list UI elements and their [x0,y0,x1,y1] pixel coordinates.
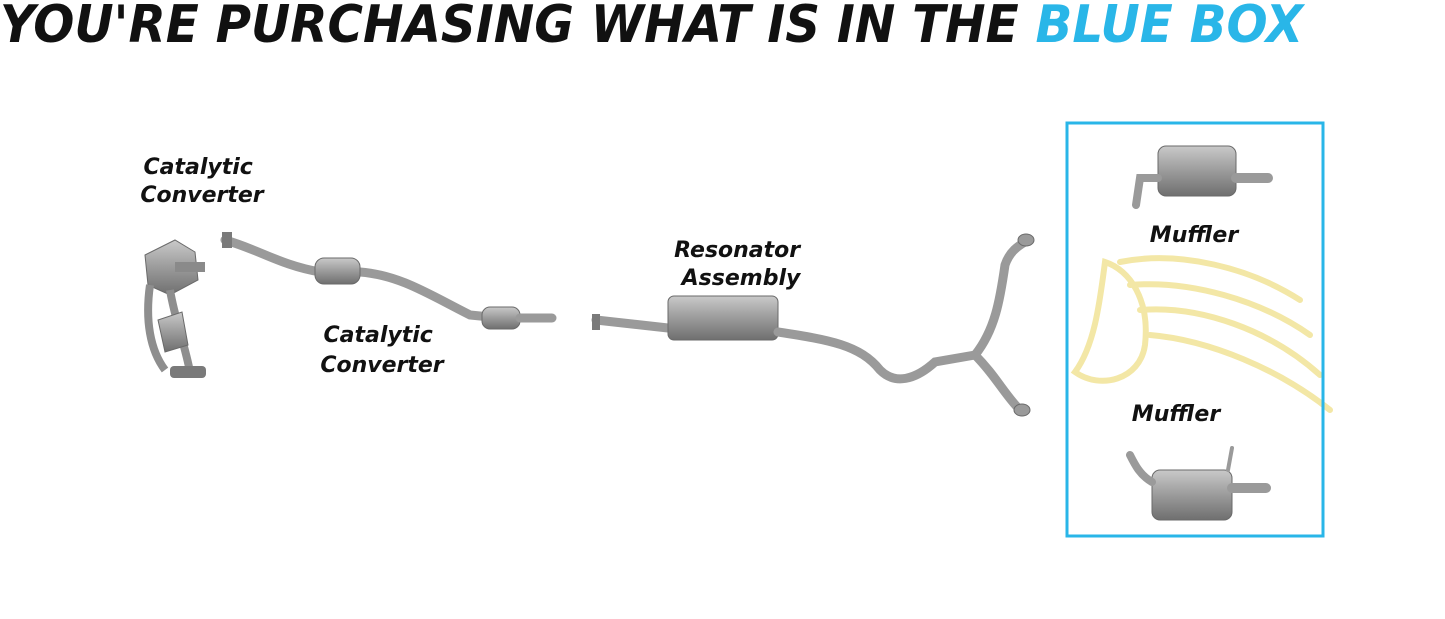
label-catalytic-converter-1-line-1: Catalytic [143,155,252,180]
blue-box [1065,121,1325,538]
headline: YOU'RE PURCHASING WHAT IS IN THE BLUE BO… [0,0,1344,56]
label-catalytic-converter-2-line-1: Catalytic [323,323,432,348]
label-catalytic-converter-1: Catalytic Converter [140,155,264,208]
label-resonator-assembly-line-1: Resonator [674,238,801,263]
headline-prefix: YOU'RE PURCHASING WHAT IS IN THE [0,0,1019,55]
muffler-top-part [1132,145,1273,209]
label-resonator-assembly-line-2: Assembly [680,266,802,291]
headline-highlight: BLUE BOX [1035,0,1304,55]
label-catalytic-converter-2: Catalytic Converter [320,323,444,378]
label-muffler-bottom: Muffler [1132,402,1222,427]
muffler-bottom-part [1126,446,1271,521]
resonator-assembly-part [591,233,1035,417]
label-muffler-top: Muffler [1150,223,1240,248]
front-pipe-catalytic-converter-part [220,232,557,330]
header-manifold-part [144,239,206,378]
label-resonator-assembly: Resonator Assembly [674,238,808,291]
horse-watermark-icon [1070,255,1333,413]
label-catalytic-converter-2-line-2: Converter [320,353,444,378]
label-catalytic-converter-1-line-2: Converter [140,183,264,208]
